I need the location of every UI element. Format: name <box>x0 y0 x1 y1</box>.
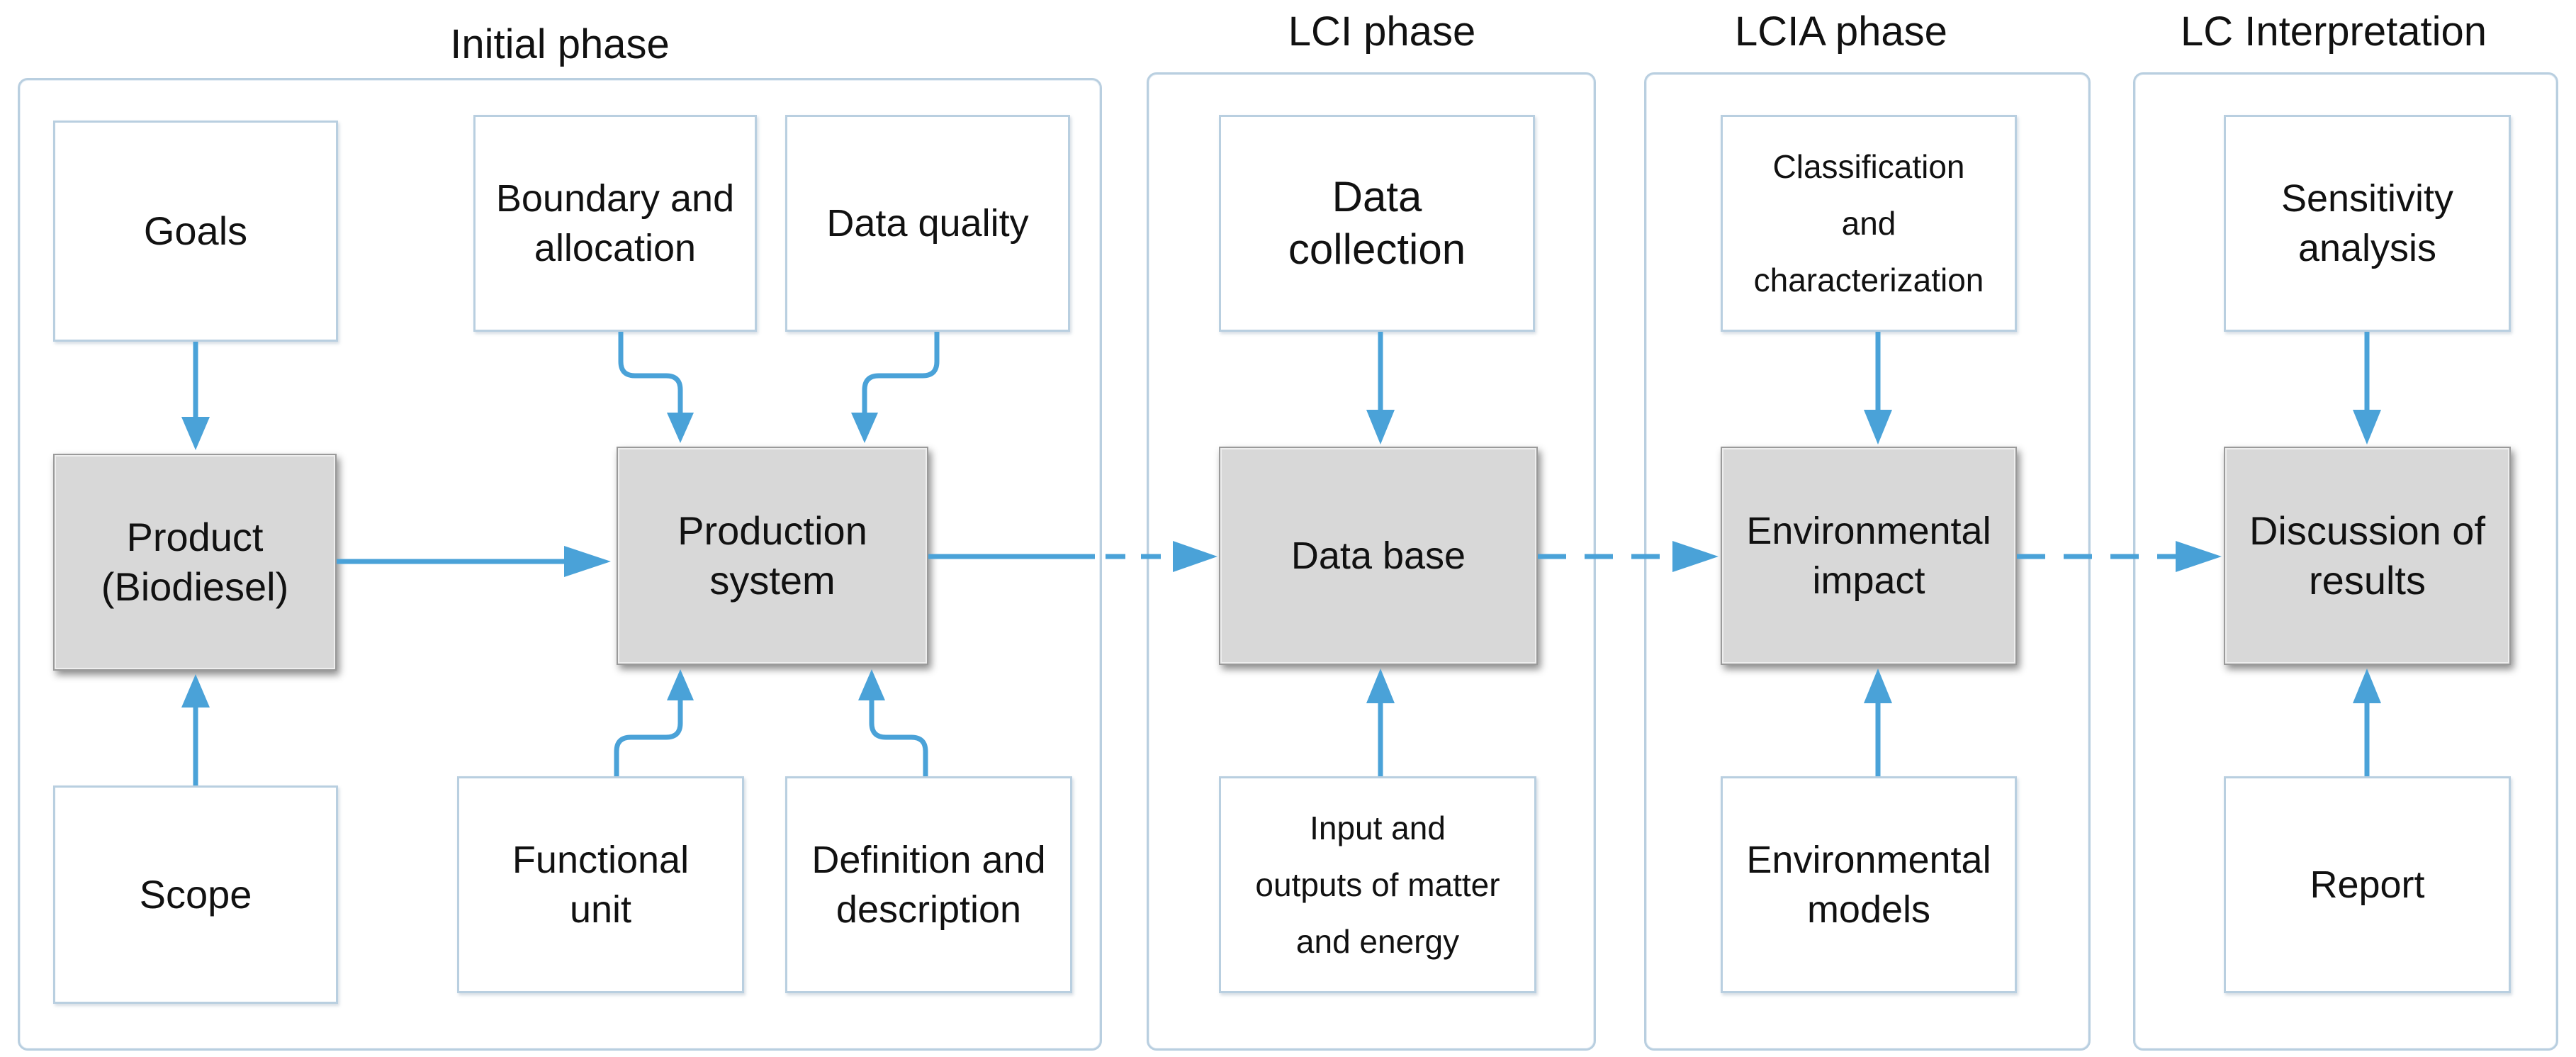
classification-box: Classification and characterization <box>1721 115 2017 332</box>
functional-unit-box: Functional unit <box>457 776 744 993</box>
phase-title-initial: Initial phase <box>450 21 670 67</box>
classification-label: Classification and characterization <box>1753 148 1984 298</box>
inputs-outputs-box: Input and outputs of matter and energy <box>1219 776 1536 993</box>
discussion-label: Discussion of results <box>2249 508 2486 603</box>
environmental-impact-box: Environmental impact <box>1721 447 2017 665</box>
data-quality-box: Data quality <box>785 115 1070 332</box>
sensitivity-label: Sensitivity analysis <box>2280 177 2454 269</box>
data-base-box: Data base <box>1219 447 1538 665</box>
discussion-box: Discussion of results <box>2224 447 2511 665</box>
production-system-label: Production system <box>677 508 867 603</box>
production-system-box: Production system <box>617 447 928 665</box>
scope-label: Scope <box>139 872 252 917</box>
phase-title-lcia: LCIA phase <box>1735 9 1947 55</box>
boundary-box: Boundary and allocation <box>473 115 757 332</box>
environmental-models-box: Environmental models <box>1721 776 2017 993</box>
definition-label: Definition and description <box>811 839 1046 931</box>
sensitivity-box: Sensitivity analysis <box>2224 115 2511 332</box>
phase-title-lci: LCI phase <box>1288 9 1476 55</box>
goals-box: Goals <box>53 121 338 342</box>
environmental-impact-label: Environmental impact <box>1746 510 1991 602</box>
product-label: Product (Biodiesel) <box>101 515 289 609</box>
scope-box: Scope <box>53 785 338 1004</box>
inputs-outputs-label: Input and outputs of matter and energy <box>1255 810 1500 960</box>
report-label: Report <box>2310 863 2425 906</box>
data-collection-box: Data collection <box>1219 115 1535 332</box>
definition-box: Definition and description <box>785 776 1072 993</box>
phase-title-interpretation: LC Interpretation <box>2180 9 2487 55</box>
goals-label: Goals <box>143 208 248 253</box>
environmental-models-label: Environmental models <box>1746 839 1991 931</box>
product-box: Product (Biodiesel) <box>53 454 337 671</box>
data-base-label: Data base <box>1290 535 1466 577</box>
report-box: Report <box>2224 776 2511 993</box>
data-collection-label: Data collection <box>1288 173 1466 273</box>
functional-unit-label: Functional unit <box>512 839 690 931</box>
boundary-label: Boundary and allocation <box>495 177 735 269</box>
data-quality-label: Data quality <box>826 202 1029 245</box>
